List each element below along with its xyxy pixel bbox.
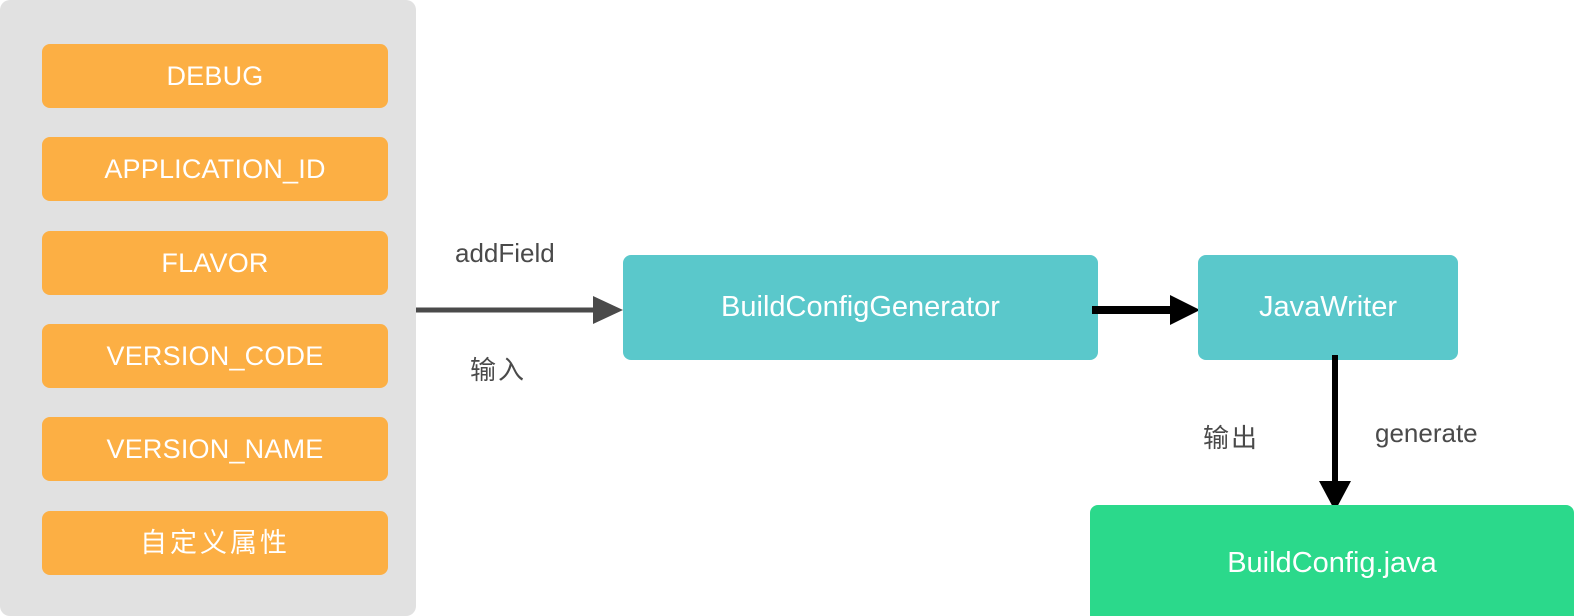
field-chip-version-name[interactable]: VERSION_NAME (42, 417, 388, 481)
node-buildconfig-java-file[interactable]: BuildConfig.java (1090, 505, 1574, 616)
field-chip-version-code[interactable]: VERSION_CODE (42, 324, 388, 388)
field-chip-debug[interactable]: DEBUG (42, 44, 388, 108)
field-chip-application-id[interactable]: APPLICATION_ID (42, 137, 388, 201)
node-buildconfig-generator-label: BuildConfigGenerator (721, 291, 1000, 323)
edge-label-output: 输出 (1203, 423, 1260, 453)
edge-label-add-field: addField (455, 238, 555, 268)
node-buildconfig-generator[interactable]: BuildConfigGenerator (623, 255, 1098, 360)
node-javawriter-label: JavaWriter (1258, 291, 1398, 323)
arrow-writer-to-file-icon (1319, 355, 1351, 511)
buildconfig-fields-panel: DEBUG APPLICATION_ID FLAVOR VERSION_CODE… (0, 0, 416, 616)
arrow-generator-to-writer-icon (1092, 295, 1200, 325)
edge-label-generate: generate (1375, 418, 1478, 448)
field-chip-flavor[interactable]: FLAVOR (42, 231, 388, 295)
edge-label-input: 输入 (470, 355, 527, 385)
node-javawriter[interactable]: JavaWriter (1198, 255, 1458, 360)
node-buildconfig-java-file-label: BuildConfig.java (1227, 547, 1437, 579)
field-chip-custom-property[interactable]: 自定义属性 (42, 511, 388, 575)
arrow-fields-to-generator-icon (416, 296, 623, 324)
